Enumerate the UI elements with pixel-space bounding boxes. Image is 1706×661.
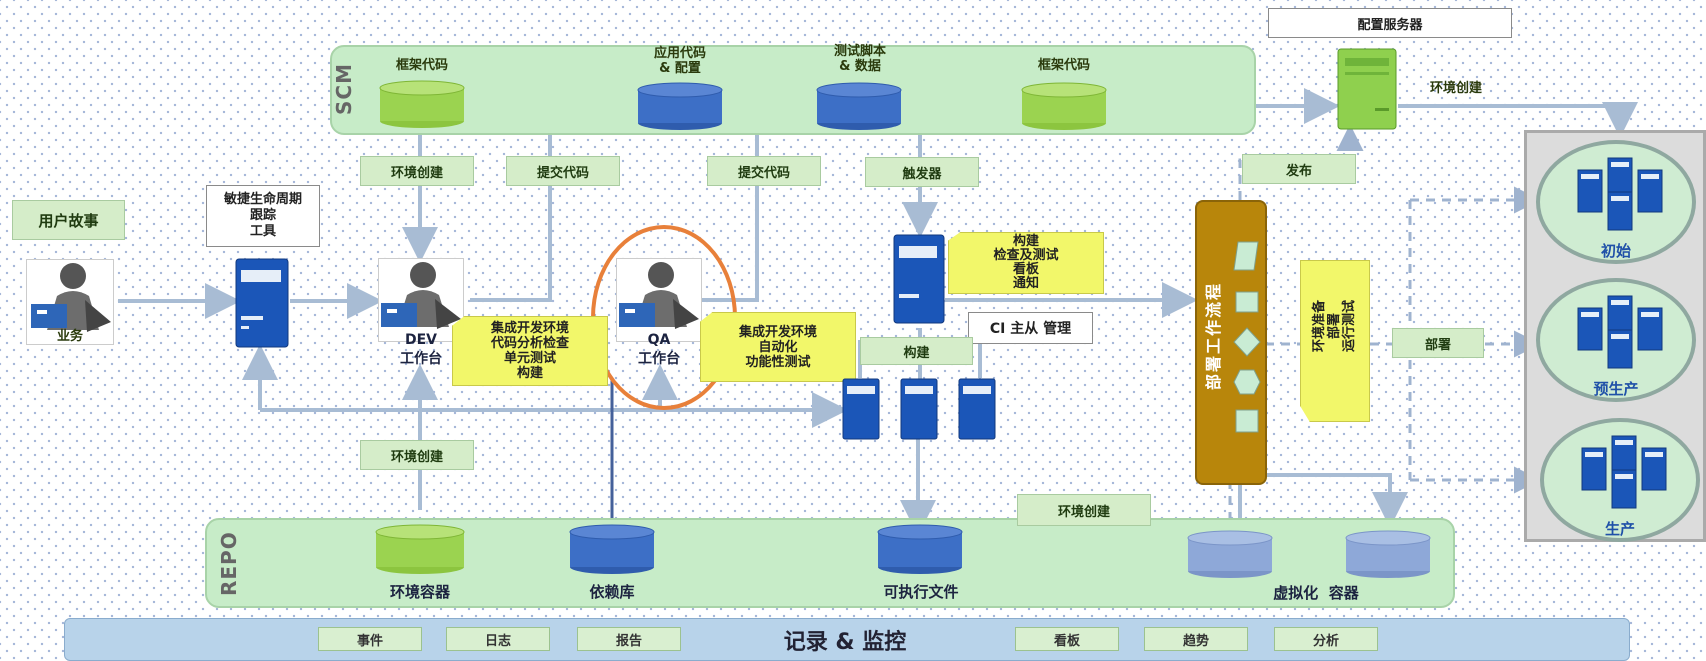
framework-code-cylinder-2 xyxy=(1021,82,1107,130)
framework-code-label-2: 框架代码 xyxy=(1037,58,1090,73)
config-server-label: 配置服务器 xyxy=(1268,8,1512,38)
ci-note: 构建 检查及测试 看板 通知 xyxy=(948,232,1104,294)
env-prep-note xyxy=(1300,260,1370,422)
config-server-icon xyxy=(1337,48,1397,130)
monitor-tag-reports[interactable]: 报告 xyxy=(577,627,681,651)
user-story-tag: 用户故事 xyxy=(12,200,125,240)
ci-master-label: CI 主从 管理 xyxy=(968,312,1093,344)
env-create-tag-1: 环境创建 xyxy=(360,156,474,186)
deploy-tag: 部署 xyxy=(1392,328,1484,358)
dependency-label: 依赖库 xyxy=(589,583,635,601)
env-container-cylinder xyxy=(375,524,465,574)
executable-label: 可执行文件 xyxy=(883,583,959,601)
monitor-tag-logs[interactable]: 日志 xyxy=(446,627,550,651)
agile-server-icon xyxy=(235,258,289,348)
ci-slave-server-icon-2 xyxy=(900,378,938,440)
env-preprod-node[interactable]: 预生产 xyxy=(1536,278,1696,402)
dev-name: DEV xyxy=(404,332,438,348)
env-prep-text: 环境准备 部署 运行测试 xyxy=(1312,300,1357,353)
ci-slave-server-icon-1 xyxy=(842,378,880,440)
workflow-steps xyxy=(1233,241,1261,433)
business-actor xyxy=(26,259,114,345)
test-scripts-label: 测试脚本 & 数据 xyxy=(833,44,886,74)
ci-master-server-icon xyxy=(893,234,945,324)
app-code-label: 应用代码 & 配置 xyxy=(653,46,706,76)
agile-tool-label: 敏捷生命周期 跟踪 工具 xyxy=(206,185,320,247)
env-preprod-label: 预生产 xyxy=(1593,380,1639,398)
framework-code-cylinder-1 xyxy=(379,80,465,128)
env-initial-node[interactable]: 初始 xyxy=(1536,140,1696,264)
app-code-cylinder xyxy=(637,82,723,130)
env-container-label: 环境容器 xyxy=(389,583,450,601)
virtualization-cylinder-1 xyxy=(1187,530,1273,578)
monitor-tag-kanban[interactable]: 看板 xyxy=(1015,627,1119,651)
scm-label: SCM xyxy=(332,63,356,115)
ci-slave-server-icon-3 xyxy=(958,378,996,440)
env-create-tag-2: 环境创建 xyxy=(360,440,474,470)
env-prod-label: 生产 xyxy=(1604,520,1635,538)
scm-zone xyxy=(330,45,1256,135)
dev-workstation[interactable] xyxy=(378,258,464,342)
qa-note: 集成开发环境 自动化 功能性测试 xyxy=(700,312,856,382)
developer-icon xyxy=(381,262,461,329)
publish-tag: 发布 xyxy=(1242,154,1356,184)
build-tag: 构建 xyxy=(860,337,973,365)
env-create-top-right: 环境创建 xyxy=(1430,81,1483,96)
business-label: 业务 xyxy=(56,329,83,344)
server-cluster-icon-3 xyxy=(1581,435,1667,509)
virtualization-cylinder-2 xyxy=(1345,530,1431,578)
person-icon xyxy=(31,263,111,332)
monitor-tag-trends[interactable]: 趋势 xyxy=(1144,627,1248,651)
repo-label: REPO xyxy=(217,531,241,596)
server-cluster-icon-1 xyxy=(1577,157,1663,231)
env-initial-label: 初始 xyxy=(1600,242,1631,260)
commit-code-tag-1: 提交代码 xyxy=(506,156,620,186)
virtualization-label: 虚拟化 容器 xyxy=(1273,584,1359,602)
dependency-cylinder xyxy=(569,524,655,574)
env-create-tag-3: 环境创建 xyxy=(1017,494,1151,526)
server-cluster-icon-2 xyxy=(1577,295,1663,369)
dev-label-group: DEV 工作台 xyxy=(378,332,464,368)
test-scripts-cylinder xyxy=(816,82,902,130)
executable-cylinder xyxy=(877,524,963,574)
framework-code-label-1: 框架代码 xyxy=(395,58,448,73)
deploy-workflow-label: 部署工作流程 xyxy=(1204,281,1223,390)
commit-code-tag-2: 提交代码 xyxy=(707,156,821,186)
dev-note: 集成开发环境 代码分析检查 单元测试 构建 xyxy=(452,316,608,386)
monitor-tag-analysis[interactable]: 分析 xyxy=(1274,627,1378,651)
dev-sub: 工作台 xyxy=(400,351,442,367)
monitor-tag-events[interactable]: 事件 xyxy=(318,627,422,651)
monitor-title: 记录 & 监控 xyxy=(783,630,907,655)
trigger-tag: 触发器 xyxy=(865,157,979,187)
env-prod-node[interactable]: 生产 xyxy=(1540,418,1700,542)
